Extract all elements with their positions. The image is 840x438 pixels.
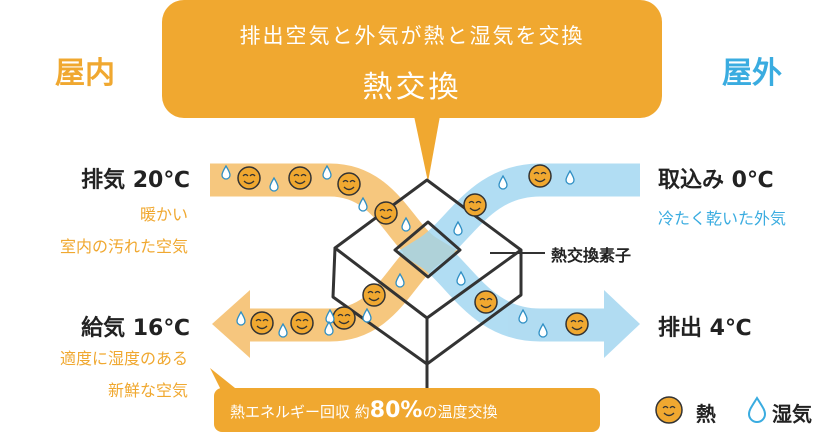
exhaust-in-desc2: 室内の汚れた空気: [59, 237, 188, 256]
humidity-drop-icon: [358, 196, 368, 212]
outdoor-airflow-band: [396, 163, 640, 358]
supply-label: 給気 16℃: [81, 316, 190, 341]
humidity-drop-icon: [324, 320, 334, 336]
intake-label: 取込み 0℃: [658, 168, 774, 193]
humidity-drop-icon: [221, 164, 231, 180]
element-label: 熱交換素子: [551, 246, 632, 265]
heat-face-icon: [362, 283, 386, 307]
title-line1: 排出空気と外気が熱と湿気を交換: [239, 24, 585, 48]
recovery-suffix: の温度交換: [422, 403, 498, 421]
humidity-drop-icon: [518, 308, 528, 324]
heat-face-icon: [374, 201, 398, 225]
intake-desc: 冷たく乾いた外気: [658, 209, 787, 228]
humidity-drop-icon: [453, 220, 463, 236]
humidity-drop-icon: [322, 164, 332, 180]
recovery-bubble: [210, 368, 600, 432]
humidity-drop-icon: [456, 270, 466, 286]
humidity-drop-icon: [362, 307, 372, 323]
recovery-text: 熱エネルギー回収 約80%の温度交換: [230, 398, 497, 423]
humidity-drop-icon: [538, 322, 548, 338]
heat-face-icon: [474, 290, 498, 314]
exhaust-in-desc1: 暖かい: [139, 205, 188, 224]
legend-humidity-label: 湿気: [772, 402, 812, 426]
heat-face-icon: [337, 172, 361, 196]
humidity-drop-icon: [565, 169, 575, 185]
exhaust-out-label: 排出 4℃: [658, 316, 752, 341]
title-line2: 熱交換: [362, 70, 462, 105]
humidity-drop-icon: [236, 310, 246, 326]
outdoor-label: 屋外: [722, 56, 782, 91]
legend-heat-icon: [655, 396, 683, 424]
humidity-drop-icon: [269, 176, 279, 192]
heat-exchange-element-cube: [331, 178, 545, 392]
heat-face-icon: [528, 164, 552, 188]
recovery-value: 80%: [369, 398, 423, 423]
heat-face-icon: [463, 193, 487, 217]
heat-face-icon: [565, 312, 589, 336]
heat-face-icon: [250, 311, 274, 335]
heat-face-icon: [290, 311, 314, 335]
heat-face-icon: [288, 166, 312, 190]
heat-face-icon: [655, 396, 683, 424]
legend-heat-label: 熱: [696, 402, 716, 426]
legend-humidity-icon: [747, 396, 767, 423]
humidity-drop-icon: [401, 216, 411, 232]
supply-desc1: 適度に湿度のある: [59, 349, 188, 368]
recovery-prefix: 熱エネルギー回収 約: [230, 403, 370, 421]
humidity-drop-icon: [278, 322, 288, 338]
indoor-label: 屋内: [55, 56, 115, 91]
supply-desc2: 新鮮な空気: [107, 381, 188, 400]
exhaust-in-label: 排気 20℃: [81, 168, 190, 193]
humidity-drop-icon: [395, 272, 405, 288]
title-bubble: [162, 0, 662, 182]
heat-face-icon: [237, 166, 261, 190]
heat-face-icon: [332, 306, 356, 330]
humidity-drop-icon: [498, 174, 508, 190]
